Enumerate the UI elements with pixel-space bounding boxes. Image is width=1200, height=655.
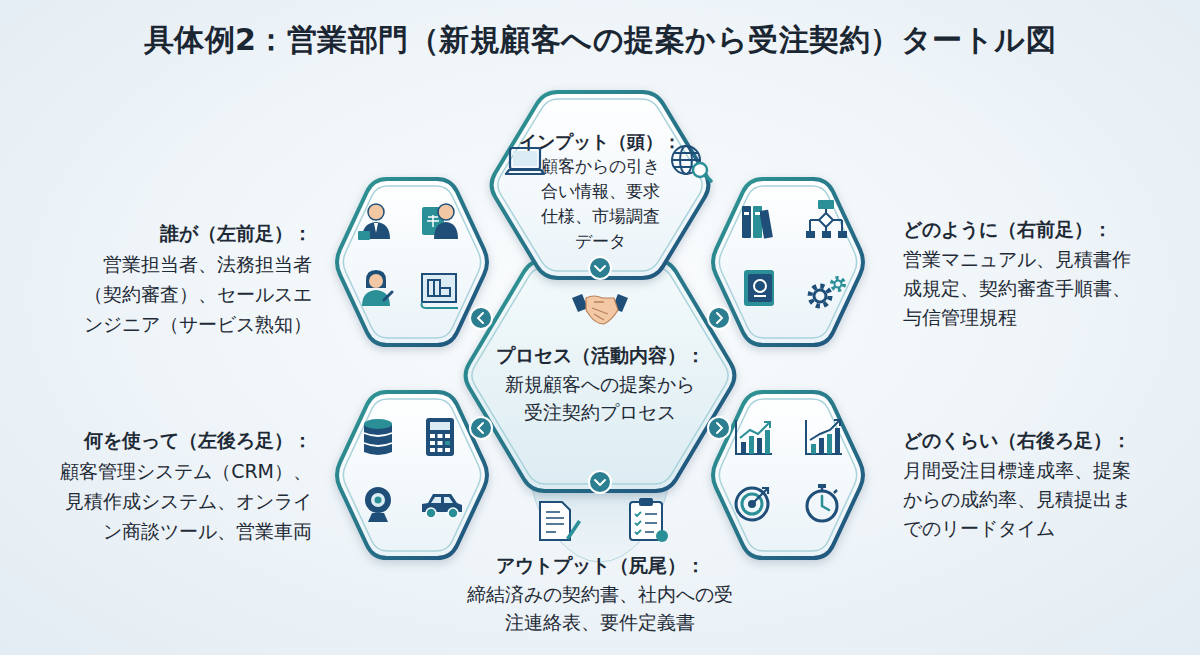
hex-inner-border xyxy=(498,99,702,271)
node-heading: 誰が（左前足）： xyxy=(70,219,312,247)
input-hex: インプット（頭）：顧客からの引き合い情報、要求仕様、市場調査データ xyxy=(486,90,714,280)
chevron-badges-part-part xyxy=(478,313,483,323)
chevron-badges-part-part xyxy=(717,313,722,323)
node-body: 月間受注目標達成率、提案からの成約率、見積提出までのリードタイム xyxy=(903,456,1143,543)
hex-inner-border xyxy=(343,186,480,338)
diagram-title: 具体例2：営業部門（新規顧客への提案から受注契約）タートル図 xyxy=(0,20,1200,61)
node-body: 新規顧客への提案から受注契約プロセス xyxy=(498,370,702,426)
hex-border xyxy=(337,392,487,558)
how-hex: どのように（右前足）：営業マニュアル、見積書作成規定、契約審査手順書、与信管理規… xyxy=(708,177,868,347)
node-body: 顧客管理システム（CRM）、見積作成システム、オンライン商談ツール、営業車両 xyxy=(60,456,312,546)
node-body: 営業マニュアル、見積書作成規定、契約審査手順書、与信管理規程 xyxy=(903,245,1143,332)
node-heading: アウトプット（尻尾）： xyxy=(460,552,740,579)
hex-inner-border xyxy=(343,399,480,551)
node-heading: インプット（頭）： xyxy=(486,130,714,154)
hex-border xyxy=(713,392,863,558)
who-hex: 誰が（左前足）：営業担当者、法務担当者（契約審査）、セールスエンジニア（サービス… xyxy=(332,177,492,347)
with-what-hex: 何を使って（左後ろ足）：顧客管理システム（CRM）、見積作成システム、オンライン… xyxy=(332,390,492,560)
clipboard-icon-part xyxy=(656,530,668,542)
who-hex-outline xyxy=(332,177,492,347)
hex-border xyxy=(466,260,735,491)
chevron-badges-part-part xyxy=(708,307,730,329)
chevron-badges-part xyxy=(708,307,730,329)
output-tail: アウトプット（尻尾）：締結済みの契約書、社内への受注連絡表、要件定義書 xyxy=(440,478,760,643)
chevron-badges-part-part xyxy=(478,423,483,433)
node-heading: プロセス（活動内容）： xyxy=(480,342,720,369)
node-heading: 何を使って（左後ろ足）： xyxy=(60,426,312,454)
hex-inner-border xyxy=(472,267,728,484)
process-hex: プロセス（活動内容）：新規顧客への提案から受注契約プロセス xyxy=(460,258,740,493)
node-body: 顧客からの引き合い情報、要求仕様、市場調査データ xyxy=(534,154,666,254)
hex-border xyxy=(337,179,487,345)
how-much-hex: どのくらい（右後ろ足）：月間受注目標達成率、提案からの成約率、見積提出までのリー… xyxy=(708,390,868,560)
tail-shape xyxy=(530,478,670,562)
how-much-hex-outline xyxy=(708,390,868,560)
hex-inner-border xyxy=(719,399,856,551)
node-body: 締結済みの契約書、社内への受注連絡表、要件定義書 xyxy=(460,580,740,636)
node-body: 営業担当者、法務担当者（契約審査）、セールスエンジニア（サービス熟知） xyxy=(70,249,312,339)
how-hex-outline xyxy=(708,177,868,347)
node-heading: どのように（右前足）： xyxy=(903,215,1143,243)
hex-inner-border xyxy=(719,186,856,338)
hex-border xyxy=(492,92,709,278)
with-what-hex-outline xyxy=(332,390,492,560)
chevron-badges-part xyxy=(470,307,492,329)
chevron-badges-part-part xyxy=(470,307,492,329)
hex-border xyxy=(713,179,863,345)
node-heading: どのくらい（右後ろ足）： xyxy=(903,426,1143,454)
chevron-badges-part-part xyxy=(717,423,722,433)
